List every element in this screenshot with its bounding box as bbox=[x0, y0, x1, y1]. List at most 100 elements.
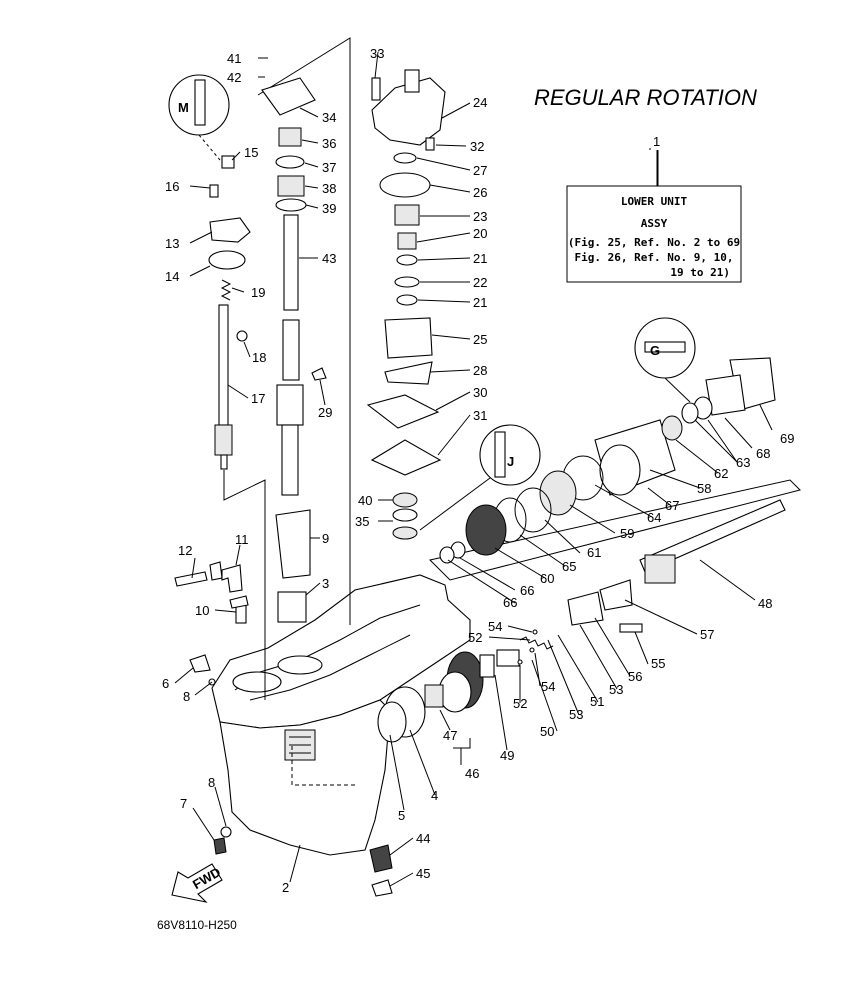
callout-67: 67 bbox=[665, 498, 679, 513]
callout-47: 47 bbox=[443, 728, 457, 743]
callout-27: 27 bbox=[473, 163, 487, 178]
callout-23: 23 bbox=[473, 209, 487, 224]
callout-33: 33 bbox=[370, 46, 384, 61]
diagram-code: 68V8110-H250 bbox=[157, 918, 237, 932]
grease-tube-icon: M bbox=[168, 74, 230, 161]
fwd-arrow-icon: FWD bbox=[171, 863, 223, 903]
callout-28: 28 bbox=[473, 363, 487, 378]
callout-34: 34 bbox=[322, 110, 336, 125]
callout-30: 30 bbox=[473, 385, 487, 400]
callout-3: 3 bbox=[322, 576, 329, 591]
callout-39: 39 bbox=[322, 201, 336, 216]
callout-53-lower: 53 bbox=[569, 707, 583, 722]
callout-21-lower: 21 bbox=[473, 295, 487, 310]
shift-rod-drawing bbox=[208, 155, 266, 700]
lower-case-drawing bbox=[211, 574, 471, 856]
callout-59: 59 bbox=[620, 526, 634, 541]
callout-55: 55 bbox=[651, 656, 665, 671]
callout-21-upper: 21 bbox=[473, 251, 487, 266]
callout-68: 68 bbox=[756, 446, 770, 461]
callout-62: 62 bbox=[714, 466, 728, 481]
callout-52-upper: 52 bbox=[468, 630, 482, 645]
callout-leaders bbox=[174, 51, 773, 887]
callout-58: 58 bbox=[697, 481, 711, 496]
callout-labels: 2 3 4 5 6 7 8 8 9 10 11 12 13 14 15 16 1… bbox=[162, 46, 794, 895]
assy-box: 1 LOWER UNIT ASSY (Fig. 25, Ref. No. 2 t… bbox=[566, 134, 742, 283]
callout-50: 50 bbox=[540, 724, 554, 739]
callout-2: 2 bbox=[282, 880, 289, 895]
callout-22: 22 bbox=[473, 275, 487, 290]
callout-7: 7 bbox=[180, 796, 187, 811]
callout-63: 63 bbox=[736, 455, 750, 470]
callout-14: 14 bbox=[165, 269, 179, 284]
callout-38: 38 bbox=[322, 181, 336, 196]
callout-64: 64 bbox=[647, 510, 661, 525]
callout-4: 4 bbox=[431, 788, 438, 803]
grease-tube-icon: J bbox=[419, 424, 541, 531]
callout-45: 45 bbox=[416, 866, 430, 881]
svg-text:J: J bbox=[507, 454, 514, 469]
cable-bracket-drawing bbox=[174, 561, 249, 624]
svg-text:M: M bbox=[178, 100, 189, 115]
callout-5: 5 bbox=[398, 808, 405, 823]
callout-57: 57 bbox=[700, 627, 714, 642]
callout-6: 6 bbox=[162, 676, 169, 691]
callout-40: 40 bbox=[358, 493, 372, 508]
callout-8-upper: 8 bbox=[183, 689, 190, 704]
callout-32: 32 bbox=[470, 139, 484, 154]
svg-text:G: G bbox=[650, 343, 660, 358]
callout-44: 44 bbox=[416, 831, 430, 846]
callout-52-lower: 52 bbox=[513, 696, 527, 711]
callout-24: 24 bbox=[473, 95, 487, 110]
callout-41: 41 bbox=[227, 51, 241, 66]
callout-49: 49 bbox=[500, 748, 514, 763]
callout-15: 15 bbox=[244, 145, 258, 160]
callout-18: 18 bbox=[252, 350, 266, 365]
callout-11: 11 bbox=[235, 532, 249, 547]
water-pump-drawing bbox=[366, 69, 446, 540]
callout-29: 29 bbox=[318, 405, 332, 420]
assy-box-line5: 19 to 21) bbox=[670, 266, 730, 279]
callout-53-upper: 53 bbox=[609, 682, 623, 697]
callout-42: 42 bbox=[227, 70, 241, 85]
callout-31: 31 bbox=[473, 408, 487, 423]
callout-26: 26 bbox=[473, 185, 487, 200]
callout-10: 10 bbox=[195, 603, 209, 618]
callout-69: 69 bbox=[780, 431, 794, 446]
propeller-shaft-drawing bbox=[429, 357, 801, 633]
drive-shaft-drawing bbox=[257, 37, 351, 625]
callout-35: 35 bbox=[355, 514, 369, 529]
forward-gear-drawing bbox=[189, 629, 554, 897]
callout-43: 43 bbox=[322, 251, 336, 266]
assy-box-line3: (Fig. 25, Ref. No. 2 to 69 bbox=[568, 236, 740, 249]
callout-12: 12 bbox=[178, 543, 192, 558]
callout-25: 25 bbox=[473, 332, 487, 347]
assy-box-line4: Fig. 26, Ref. No. 9, 10, bbox=[575, 251, 734, 264]
grease-tube-icon: G bbox=[634, 317, 696, 403]
callout-19: 19 bbox=[251, 285, 265, 300]
callout-8-lower: 8 bbox=[208, 775, 215, 790]
assy-box-line1: LOWER UNIT bbox=[621, 195, 688, 208]
callout-20: 20 bbox=[473, 226, 487, 241]
callout-9: 9 bbox=[322, 531, 329, 546]
callout-13: 13 bbox=[165, 236, 179, 251]
callout-48: 48 bbox=[758, 596, 772, 611]
assy-box-line2: ASSY bbox=[641, 217, 668, 230]
callout-66-lower: 66 bbox=[503, 595, 517, 610]
assy-box-ref: 1 bbox=[653, 134, 660, 149]
callout-16: 16 bbox=[165, 179, 179, 194]
callout-37: 37 bbox=[322, 160, 336, 175]
callout-51: 51 bbox=[590, 694, 604, 709]
callout-66-upper: 66 bbox=[520, 583, 534, 598]
callout-36: 36 bbox=[322, 136, 336, 151]
callout-61: 61 bbox=[587, 545, 601, 560]
callout-60: 60 bbox=[540, 571, 554, 586]
callout-17: 17 bbox=[251, 391, 265, 406]
callout-56: 56 bbox=[628, 669, 642, 684]
callout-54-upper: 54 bbox=[488, 619, 502, 634]
callout-65: 65 bbox=[562, 559, 576, 574]
callout-54-lower: 54 bbox=[541, 679, 555, 694]
callout-46: 46 bbox=[465, 766, 479, 781]
diagram-title: REGULAR ROTATION bbox=[534, 85, 757, 110]
